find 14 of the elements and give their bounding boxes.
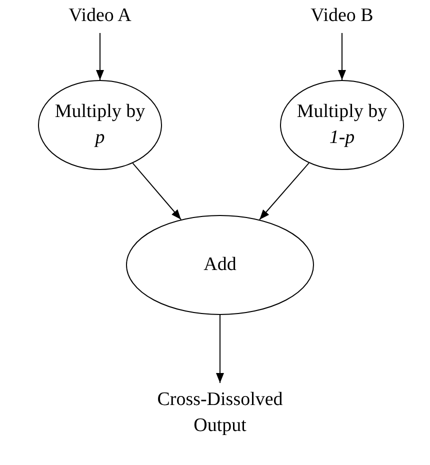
- arrow: [338, 32, 346, 80]
- arrow: [132, 162, 182, 220]
- node-label: Multiply by 1-p: [296, 100, 388, 150]
- arrow: [259, 162, 310, 220]
- arrow: [216, 314, 224, 384]
- io-label: Cross-Dissolved Output: [156, 388, 284, 438]
- node-label: Multiply by p: [54, 100, 146, 150]
- io-label: Video B: [310, 4, 374, 28]
- arrow: [96, 32, 104, 80]
- io-label: Video A: [68, 4, 132, 28]
- node-label: Add: [202, 253, 238, 278]
- process-ellipse: [280, 80, 404, 170]
- process-ellipse: [38, 80, 162, 170]
- process-ellipse: [126, 215, 314, 315]
